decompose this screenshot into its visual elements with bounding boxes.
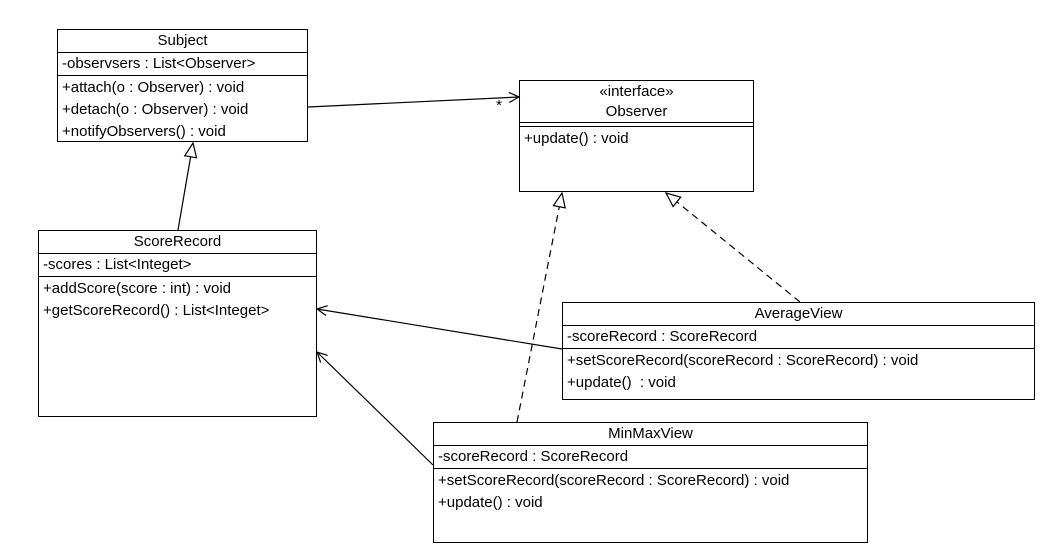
operation-row: +notifyObservers() : void (62, 123, 226, 140)
class-stereotype-observer: «interface» (599, 83, 674, 100)
operation-row: +setScoreRecord(scoreRecord : ScoreRecor… (438, 472, 790, 489)
class-box-averageview[interactable]: AverageView -scoreRecord : ScoreRecord +… (562, 302, 1035, 400)
operation-row: +update() : void (567, 374, 676, 391)
class-name-averageview: AverageView (563, 303, 1034, 326)
attribute-row: -scores : List<Integet> (43, 256, 192, 273)
attribute-row: -observsers : List<Observer> (62, 55, 256, 72)
operation-row: +detach(o : Observer) : void (62, 101, 249, 118)
attribute-row: -scoreRecord : ScoreRecord (567, 328, 758, 345)
operation-row: +update() : void (438, 494, 543, 511)
operation-row: +update() : void (524, 130, 629, 147)
class-name-scorerecord: ScoreRecord (39, 231, 316, 254)
edge-realization-minmaxview-observer[interactable] (516, 191, 566, 423)
attribute-row: -scoreRecord : ScoreRecord (438, 448, 629, 465)
edge-association-averageview-scorerecord[interactable] (315, 305, 563, 350)
edge-association-subject-observer[interactable]: * (307, 91, 521, 114)
edge-association-minmaxview-scorerecord[interactable] (316, 351, 434, 466)
empty-attributes-compartment (520, 123, 753, 127)
class-name-observer: Observer (605, 103, 668, 120)
multiplicity-label: * (496, 97, 502, 114)
operation-row: +attach(o : Observer) : void (62, 79, 245, 96)
class-name-minmaxview: MinMaxView (434, 423, 867, 446)
class-box-minmaxview[interactable]: MinMaxView -scoreRecord : ScoreRecord +s… (433, 422, 868, 543)
edge-realization-averageview-observer[interactable] (664, 192, 801, 303)
class-box-subject[interactable]: Subject -observsers : List<Observer> +at… (57, 29, 308, 142)
operation-row: +getScoreRecord() : List<Integet> (43, 302, 270, 319)
operation-row: +addScore(score : int) : void (43, 280, 232, 297)
class-name-subject: Subject (58, 30, 307, 53)
edge-generalization-scorerecord-subject[interactable] (177, 141, 198, 231)
class-box-scorerecord[interactable]: ScoreRecord -scores : List<Integet> +add… (38, 230, 317, 417)
class-box-observer[interactable]: «interface» Observer +update() : void (519, 80, 754, 192)
operation-row: +setScoreRecord(scoreRecord : ScoreRecor… (567, 352, 919, 369)
